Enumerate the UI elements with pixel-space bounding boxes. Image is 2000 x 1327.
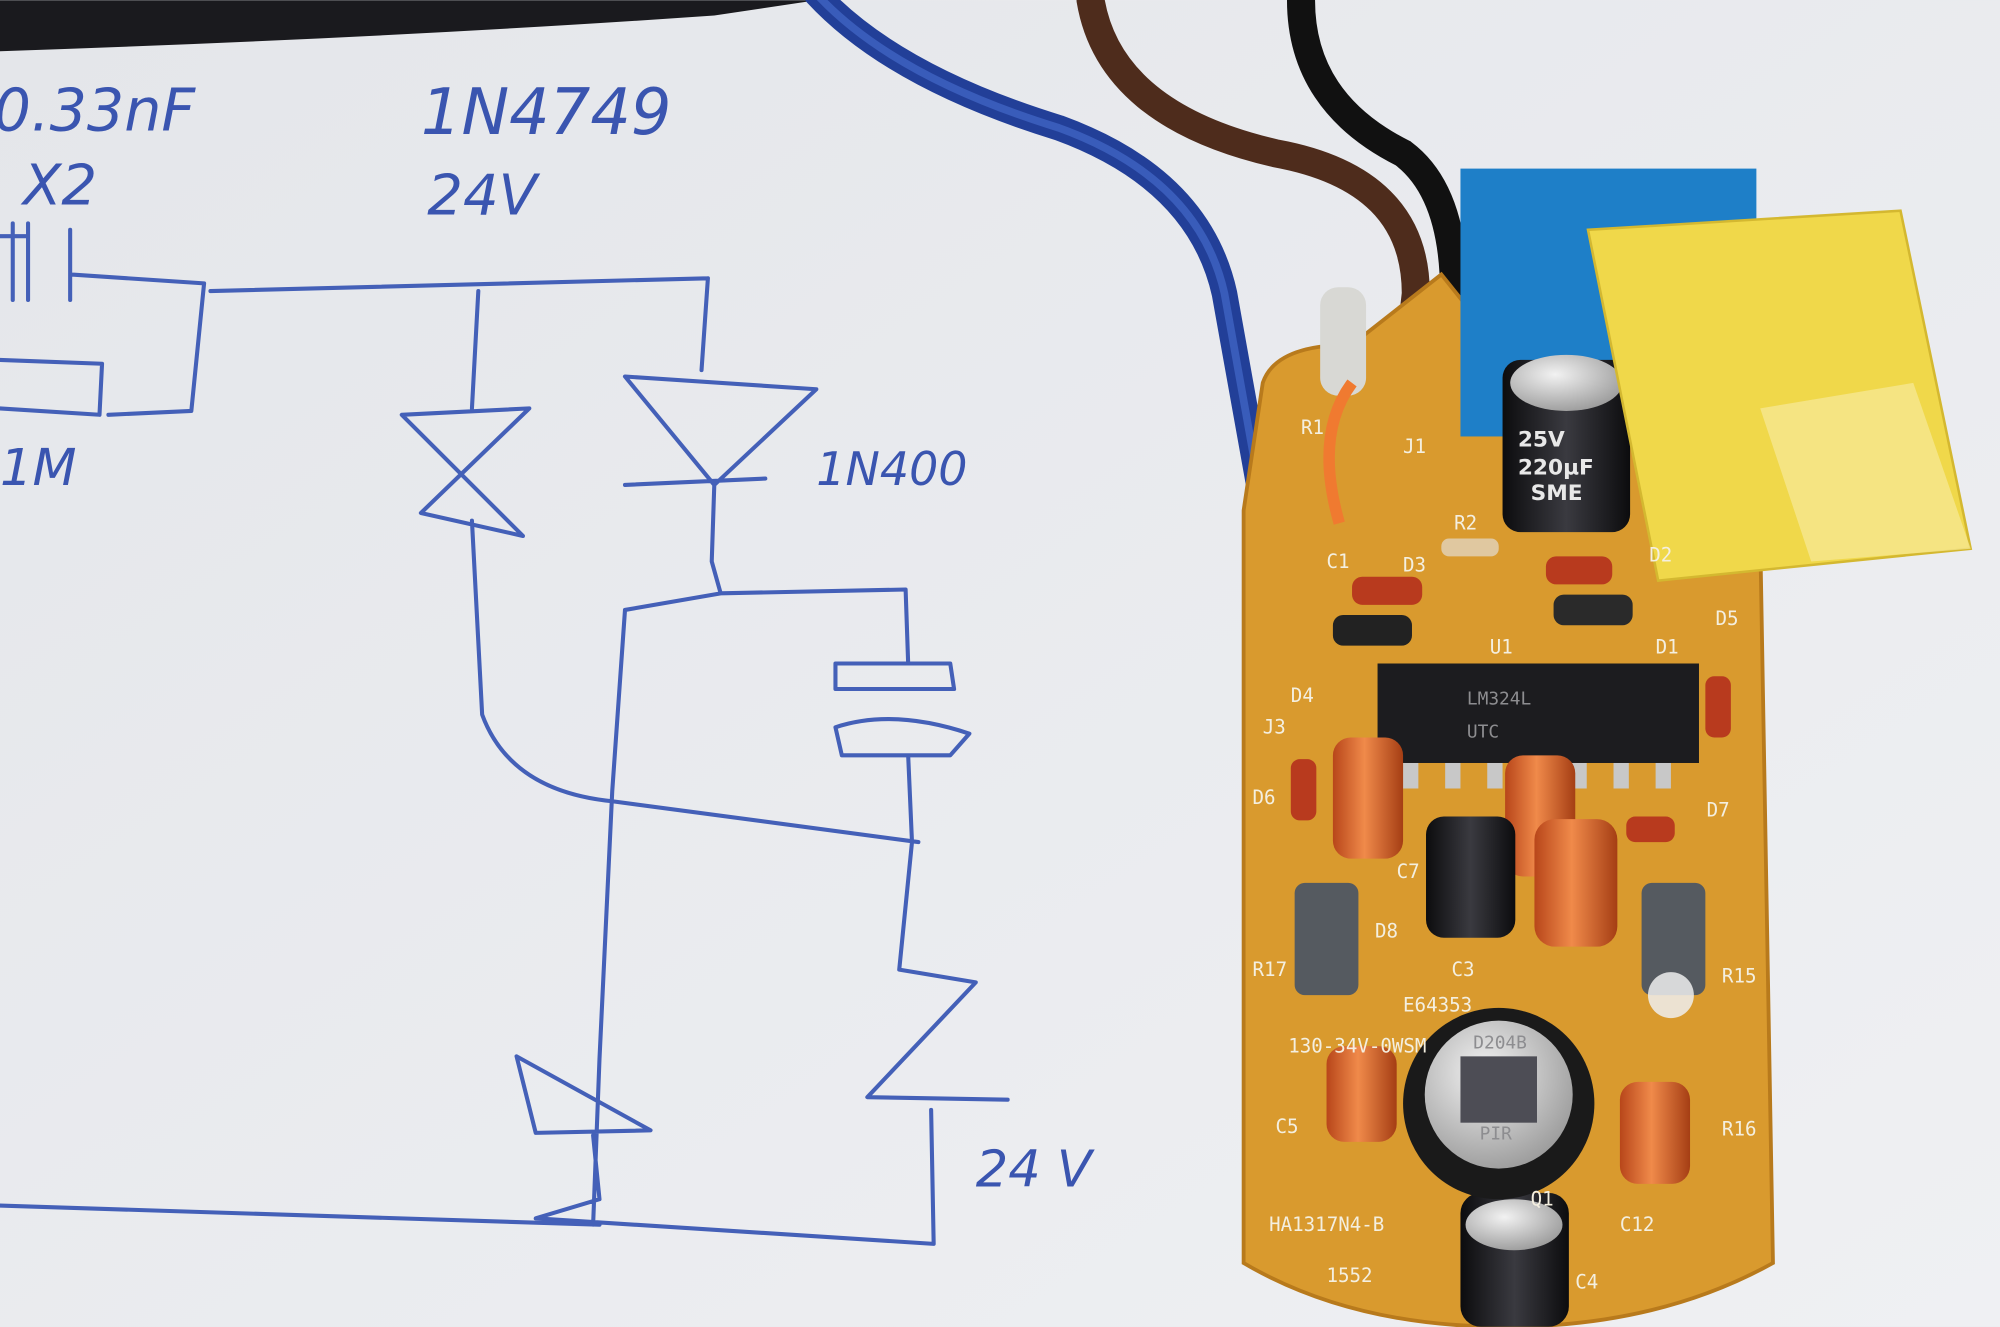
silk-ref: C4 <box>1575 1270 1598 1293</box>
trimmer-r15 <box>1641 882 1706 996</box>
silk-ref: C5 <box>1276 1115 1299 1138</box>
silk-ref: C7 <box>1397 860 1420 883</box>
big-cap-voltage: 25V <box>1518 428 1565 453</box>
silk-ref: D7 <box>1707 799 1730 822</box>
ic-u1 <box>1377 663 1699 763</box>
silk-ref: R17 <box>1253 958 1288 981</box>
silk-ref: R15 <box>1722 964 1757 987</box>
schematic-zener-label: 1N4749 <box>421 76 672 150</box>
silk-ref: D3 <box>1403 554 1426 577</box>
schematic-output-voltage: 24 V <box>976 1140 1095 1199</box>
silk-ref: D1 <box>1656 635 1679 658</box>
date-code: 1552 <box>1327 1264 1373 1287</box>
schematic-diode-label: 1N400 <box>816 442 967 496</box>
resistor-r1 <box>1320 287 1367 396</box>
silk-ref: C1 <box>1327 550 1350 573</box>
capacitor-c12 <box>1619 1081 1691 1184</box>
schematic-resistor-label: 1M <box>0 439 76 498</box>
capacitor-orange <box>1534 819 1618 947</box>
schematic-capacitor-label: 0.33nF <box>0 76 196 144</box>
led <box>1647 972 1694 1019</box>
silk-ref: R1 <box>1301 416 1324 439</box>
board-code: E64353 <box>1403 994 1472 1017</box>
silk-ref: D8 <box>1375 920 1398 943</box>
capacitor-c5 <box>1326 1046 1397 1142</box>
dark-object-top <box>0 0 817 52</box>
silk-ref: D6 <box>1253 786 1276 809</box>
pir-label: PIR <box>1480 1123 1512 1144</box>
big-cap-value: 220µF <box>1518 456 1594 481</box>
orange-jumper-wire <box>1323 379 1357 525</box>
silk-ref: J3 <box>1263 716 1286 739</box>
capacitor-c3 <box>1426 816 1516 938</box>
silk-ref: D5 <box>1716 607 1739 630</box>
silk-ref: U1 <box>1490 635 1513 658</box>
pir-code: D204B <box>1473 1033 1527 1054</box>
silk-ref: D4 <box>1291 684 1314 707</box>
capacitor-orange <box>1332 737 1404 859</box>
trimmer-r17 <box>1294 882 1359 996</box>
schematic-zener-voltage: 24V <box>427 164 540 229</box>
pcb-board: LM324L UTC 25V 220µF SME <box>1241 168 1973 1327</box>
silk-ref: R2 <box>1454 512 1477 535</box>
board-rev: 130-34V-0WSM <box>1288 1035 1426 1058</box>
silk-ref: C3 <box>1452 958 1475 981</box>
schematic-capacitor-class: X2 <box>20 153 97 218</box>
big-cap-series: SME <box>1531 481 1583 506</box>
ic-brand: UTC <box>1467 721 1499 742</box>
silk-ref: R16 <box>1722 1117 1757 1140</box>
black-wire <box>1286 0 1469 308</box>
board-model: HA1317N4-B <box>1269 1213 1384 1236</box>
diodes <box>1290 538 1731 843</box>
schematic: 0.33nF X2 1N4749 24V 1N400 1M 24 V <box>0 76 1095 1246</box>
ic-part: LM324L <box>1467 688 1531 709</box>
silk-ref: C12 <box>1620 1213 1655 1236</box>
brown-wire <box>1076 0 1430 397</box>
silk-ref: D2 <box>1649 543 1672 566</box>
silk-ref: Q1 <box>1531 1188 1554 1211</box>
silk-ref: J1 <box>1403 435 1426 458</box>
